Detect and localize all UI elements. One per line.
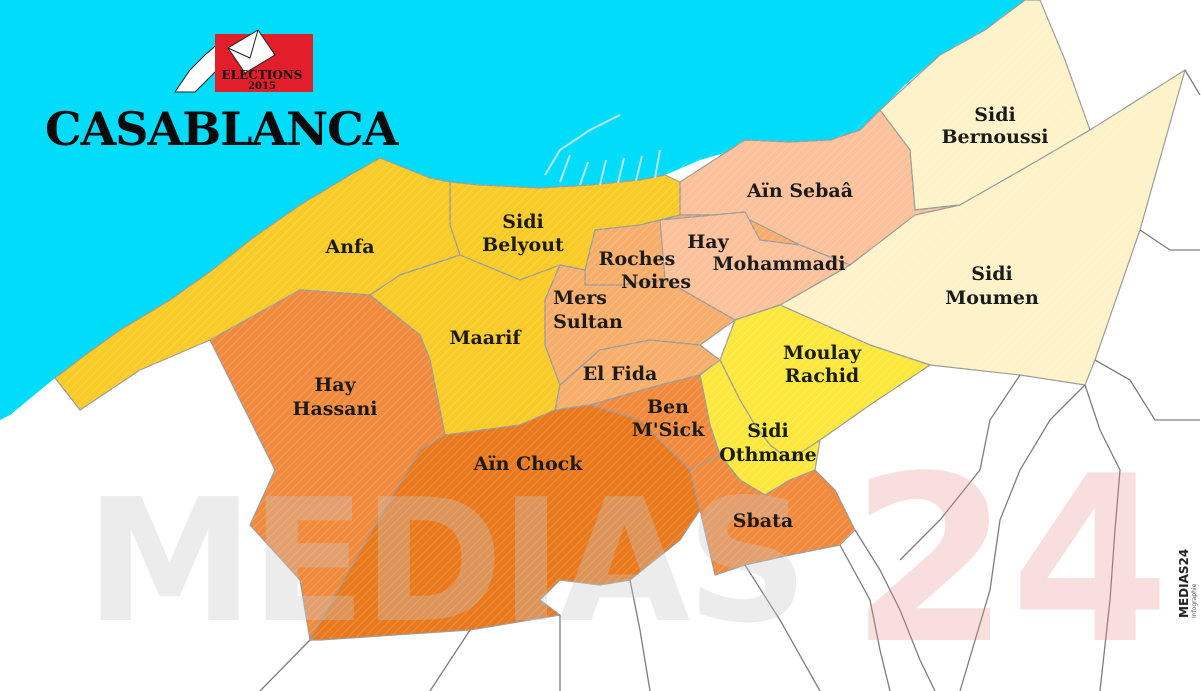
label-ben-msick-1: Ben (647, 396, 689, 418)
watermark-text: MEDIAS (85, 463, 805, 661)
label-ben-msick-2: M'Sick (632, 419, 705, 441)
label-sidi-bernoussi-1: Sidi (974, 104, 1015, 126)
side-logo-text: MEDIAS24 (1177, 549, 1191, 618)
label-sidi-moumen-1: Sidi (971, 263, 1012, 285)
label-roches-noires-1: Roches (599, 248, 676, 270)
ocean (0, 0, 1025, 420)
side-logo-small: Infographie (1191, 583, 1198, 618)
badge-line2: 2015 (248, 81, 276, 92)
label-ain-sebaa: Aïn Sebaâ (746, 180, 853, 202)
label-hay-hassani-1: Hay (314, 374, 356, 396)
label-moulay-rachid-1: Moulay (783, 342, 862, 364)
label-sidi-othmane-1: Sidi (747, 420, 788, 442)
label-mers-sultan-2: Sultan (553, 311, 623, 333)
outer-roads (259, 69, 1201, 691)
harbor-lines (544, 114, 661, 186)
label-ain-chock: Aïn Chock (473, 453, 584, 475)
label-moulay-rachid-2: Rachid (785, 365, 859, 387)
label-mers-sultan-1: Mers (553, 287, 607, 309)
elections-badge: ELECTIONS 2015 (174, 29, 313, 93)
label-el-fida: El Fida (583, 363, 658, 385)
label-sidi-belyout-2: Belyout (482, 234, 564, 256)
label-sidi-bernoussi-2: Bernoussi (941, 126, 1048, 148)
label-sidi-othmane-2: Othmane (719, 444, 816, 466)
label-sidi-belyout-1: Sidi (502, 211, 543, 233)
badge-line1: ELECTIONS (222, 68, 303, 82)
page-title: CASABLANCA (45, 102, 400, 156)
label-maarif: Maarif (449, 327, 522, 349)
label-anfa: Anfa (324, 236, 374, 258)
label-sbata: Sbata (733, 510, 793, 532)
label-sidi-moumen-2: Moumen (945, 287, 1039, 309)
side-logo: MEDIAS24 Infographie (1177, 549, 1198, 618)
hatch-overlay (55, 0, 1185, 640)
label-hay-mohammadi-2: Mohammadi (713, 253, 846, 275)
label-hay-mohammadi-1: Hay (687, 231, 729, 253)
district-labels: Sidi Bernoussi Aïn Sebaâ Sidi Belyout An… (293, 104, 1049, 532)
watermark-number: 24 (850, 428, 1170, 691)
label-roches-noires-2: Noires (621, 271, 691, 293)
label-hay-hassani-2: Hassani (293, 398, 378, 420)
